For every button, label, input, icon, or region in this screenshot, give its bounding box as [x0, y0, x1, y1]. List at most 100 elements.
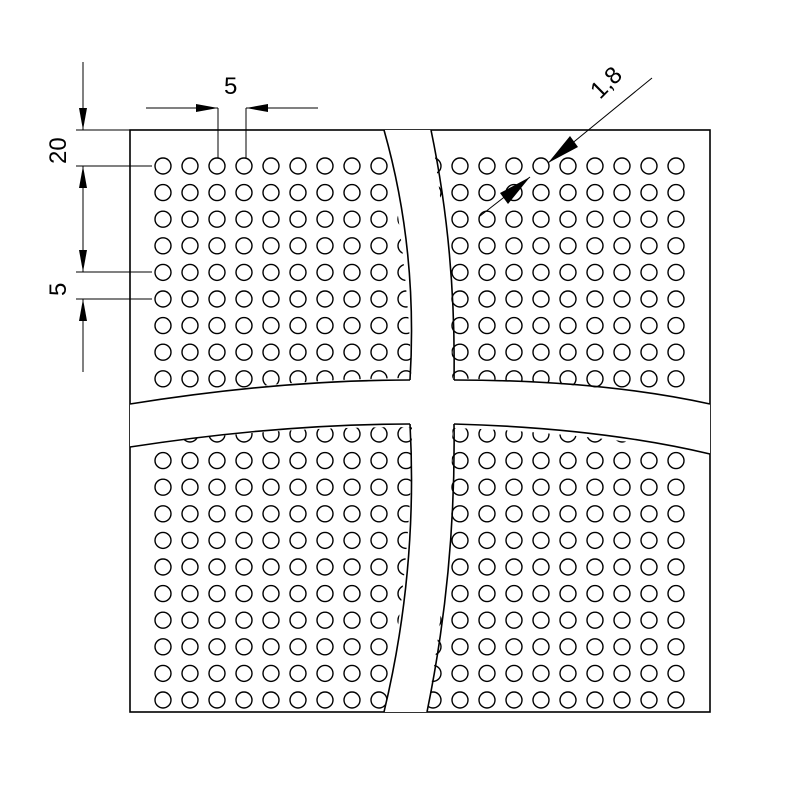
perforation-hole: [208, 183, 226, 202]
perforation-hole: [370, 478, 388, 496]
perforation-hole: [478, 157, 496, 175]
perforation-hole: [262, 664, 280, 683]
perforation-hole: [208, 531, 226, 550]
perforation-hole: [532, 611, 550, 629]
perforation-hole: [154, 316, 172, 335]
perforation-hole: [478, 237, 496, 255]
perforation-hole: [505, 237, 523, 255]
perforation-hole: [316, 558, 334, 576]
perforation-hole: [451, 558, 469, 576]
perforation-hole: [289, 290, 307, 308]
perforation-hole: [559, 505, 577, 523]
perforation-hole: [559, 343, 577, 361]
perforation-hole: [370, 290, 388, 308]
perforation-hole: [451, 290, 469, 308]
perforation-hole: [586, 611, 604, 629]
perforation-hole: [451, 478, 469, 496]
perforation-hole: [181, 451, 199, 470]
perforation-hole: [343, 183, 361, 202]
perforation-hole: [235, 584, 253, 603]
perforation-hole: [370, 505, 388, 523]
perforation-hole: [478, 183, 496, 202]
perforation-hole: [154, 505, 172, 523]
dimension-top-margin: 20: [45, 62, 152, 230]
perforation-hole: [586, 157, 604, 175]
perforation-hole: [262, 611, 280, 629]
perforation-hole: [316, 664, 334, 683]
perforation-hole: [586, 478, 604, 496]
perforation-hole: [586, 531, 604, 550]
perforation-hole: [451, 210, 469, 228]
perforation-hole: [262, 343, 280, 361]
perforation-hole: [235, 638, 253, 656]
perforation-hole: [559, 638, 577, 656]
perforation-hole: [154, 558, 172, 576]
perforation-hole: [640, 316, 658, 335]
perforation-hole: [208, 343, 226, 361]
perforation-hole: [505, 451, 523, 470]
perforation-hole: [235, 290, 253, 308]
perforation-hole: [343, 531, 361, 550]
perforation-hole: [316, 316, 334, 335]
perforation-hole: [613, 183, 631, 202]
perforation-hole: [559, 157, 577, 175]
perforation-hole: [370, 157, 388, 175]
perforation-hole: [613, 290, 631, 308]
perforation-hole: [559, 183, 577, 202]
perforation-hole: [586, 370, 604, 388]
perforation-hole: [532, 505, 550, 523]
perforation-hole: [235, 210, 253, 228]
perforation-hole: [208, 611, 226, 629]
perforation-hole: [262, 183, 280, 202]
perforation-hole: [613, 638, 631, 656]
perforation-hole: [316, 691, 334, 709]
perforation-hole: [505, 210, 523, 228]
perforation-hole: [613, 210, 631, 228]
perforation-hole: [181, 664, 199, 683]
perforation-hole: [208, 558, 226, 576]
perforation-hole: [181, 691, 199, 709]
perforation-hole: [613, 584, 631, 603]
perforation-hole: [316, 638, 334, 656]
perforation-hole: [667, 290, 685, 308]
perforation-hole: [667, 611, 685, 629]
perforation-hole: [667, 584, 685, 603]
perforation-hole: [316, 237, 334, 255]
perforation-hole: [478, 290, 496, 308]
perforation-hole: [208, 210, 226, 228]
perforation-hole: [559, 531, 577, 550]
perforation-hole: [154, 691, 172, 709]
perforation-hole: [478, 664, 496, 683]
perforation-hole: [289, 638, 307, 656]
perforation-hole: [640, 451, 658, 470]
perforation-hole: [154, 183, 172, 202]
perforation-hole: [181, 478, 199, 496]
perforation-hole: [559, 451, 577, 470]
perforation-hole: [505, 664, 523, 683]
perforation-hole: [289, 691, 307, 709]
perforation-hole: [586, 316, 604, 335]
perforation-hole: [667, 157, 685, 175]
perforation-hole: [586, 584, 604, 603]
perforation-hole: [370, 237, 388, 255]
perforation-hole: [370, 316, 388, 335]
perforation-hole: [235, 263, 253, 282]
perforation-hole: [316, 584, 334, 603]
perforation-hole: [208, 316, 226, 335]
perforation-hole: [262, 584, 280, 603]
perforation-hole: [532, 237, 550, 255]
perforation-hole: [181, 316, 199, 335]
perforation-hole: [532, 558, 550, 576]
perforation-hole: [235, 691, 253, 709]
perforation-hole: [532, 531, 550, 550]
perforation-hole: [640, 584, 658, 603]
perforation-hole: [640, 691, 658, 709]
perforation-hole: [505, 478, 523, 496]
perforation-hole: [451, 584, 469, 603]
perforation-hole: [235, 316, 253, 335]
perforation-hole: [505, 157, 523, 175]
perforation-hole: [478, 531, 496, 550]
perforation-hole: [154, 290, 172, 308]
perforation-hole: [289, 664, 307, 683]
perforation-hole: [613, 316, 631, 335]
